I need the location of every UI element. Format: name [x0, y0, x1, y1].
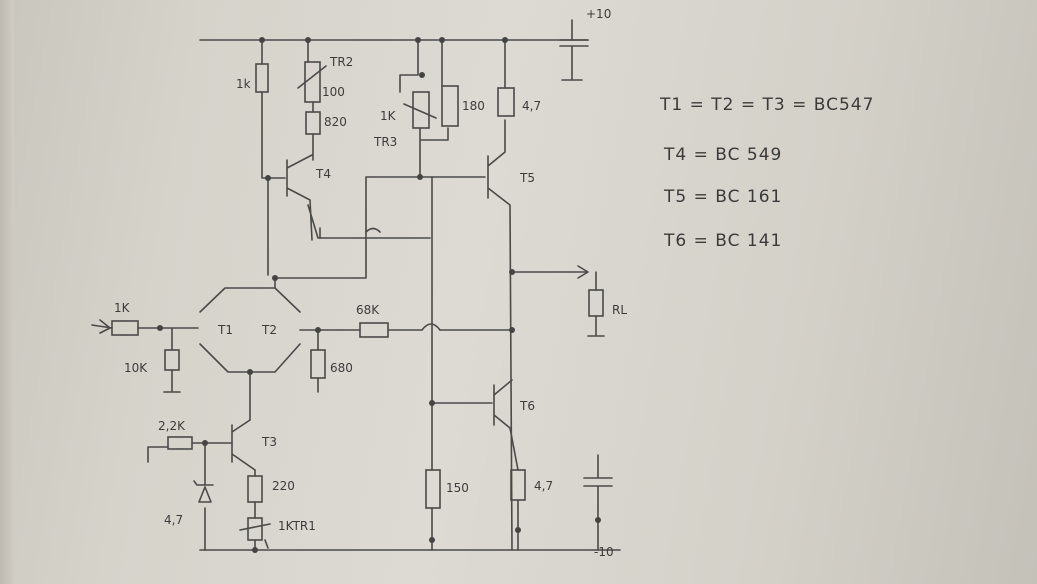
- junctions: [157, 37, 601, 553]
- junction-dot: [429, 400, 435, 406]
- t5-base-line: [365, 176, 486, 231]
- label-t4: T4: [315, 167, 331, 181]
- t6-body: [431, 379, 519, 471]
- capacitor-top: [559, 19, 589, 81]
- t3-emitter-wire: [254, 469, 269, 551]
- label-t5: T5: [519, 171, 535, 185]
- resistor-1k-top: [255, 63, 269, 93]
- resistor-load: [588, 289, 604, 317]
- label-supply-positive: +10: [586, 7, 611, 21]
- t1-emitter-tail: [199, 343, 301, 373]
- note-line: T1 = T2 = T3 = BC547: [659, 95, 874, 115]
- junction-dot: [259, 37, 265, 43]
- t1-collector: [199, 287, 301, 313]
- resistor-tr2: [304, 61, 321, 103]
- junction-dot: [417, 174, 423, 180]
- label-r-10k: 10K: [124, 361, 148, 375]
- components: [111, 19, 613, 551]
- t4-body: [286, 154, 431, 241]
- trimmer-arrow-tr3: [403, 103, 437, 119]
- resistor-2-2k: [167, 436, 193, 450]
- junction-dot: [315, 327, 321, 333]
- label-r-180: 180: [462, 99, 485, 113]
- capacitor-bottom: [583, 454, 613, 551]
- resistor-820: [305, 111, 321, 135]
- junction-dot: [202, 440, 208, 446]
- trimmer-arrow-tr2: [297, 65, 327, 89]
- junction-dot: [265, 175, 271, 181]
- junction-dot: [502, 37, 508, 43]
- junction-dot: [595, 517, 601, 523]
- junction-dot: [515, 527, 521, 533]
- junction-dot: [509, 269, 515, 275]
- wire-tr3-branch: [399, 39, 449, 178]
- junction-dot: [272, 275, 278, 281]
- label-t2: T2: [261, 323, 277, 337]
- crossover-hop-2: [365, 227, 381, 233]
- label-r-150: 150: [446, 481, 469, 495]
- junction-dot: [157, 325, 163, 331]
- labels: +10 -10 1k TR2 100 820 1K TR3 180 4,7 1K…: [114, 7, 627, 559]
- trimmer-arrow-tr1: [239, 523, 271, 531]
- t4-emitter-link: [274, 227, 367, 279]
- label-tr3: TR3: [373, 135, 397, 149]
- t3-base-wire: [147, 442, 233, 551]
- resistor-680: [310, 349, 326, 379]
- output-wire: [511, 265, 605, 337]
- wires: [91, 39, 621, 551]
- label-r-68k: 68K: [356, 303, 380, 317]
- resistor-4-7-bottom: [510, 469, 526, 501]
- label-load: RL: [612, 303, 627, 317]
- label-r-1k-top: 1k: [236, 77, 251, 91]
- resistor-220: [247, 475, 263, 503]
- junction-dot: [247, 369, 253, 375]
- zener-diode: [193, 480, 214, 503]
- wire-1k-top: [261, 39, 269, 276]
- label-supply-negative: -10: [594, 545, 614, 559]
- resistor-150: [425, 469, 441, 509]
- junction-dot: [252, 547, 258, 553]
- label-r-1k-tr1: 1KTR1: [278, 519, 316, 533]
- input-wire: [91, 319, 199, 351]
- label-r-1k-input: 1K: [114, 301, 131, 315]
- note-line: T5 = BC 161: [663, 187, 782, 207]
- t5-body: [487, 119, 513, 551]
- label-r-680: 680: [330, 361, 353, 375]
- label-r-100: 100: [322, 85, 345, 99]
- crossover-hop: [421, 323, 441, 331]
- junction-dot: [305, 37, 311, 43]
- note-line: T6 = BC 141: [663, 231, 782, 251]
- resistor-4-7-top: [497, 87, 515, 117]
- label-r-1k-tr3: 1K: [380, 109, 397, 123]
- t3-body: [231, 419, 256, 471]
- label-t6: T6: [519, 399, 535, 413]
- r10k-ground: [163, 369, 181, 393]
- label-r-4-7-top: 4,7: [522, 99, 541, 113]
- resistor-tr3: [412, 91, 430, 129]
- resistor-180: [441, 85, 459, 127]
- resistor-1k-tr1: [247, 517, 263, 541]
- label-r-2-2k: 2,2K: [158, 419, 186, 433]
- label-r-220: 220: [272, 479, 295, 493]
- label-r-4-7-bottom: 4,7: [534, 479, 553, 493]
- junction-dot: [439, 37, 445, 43]
- paper-margin-strip: [0, 0, 14, 584]
- junction-dot: [509, 327, 515, 333]
- label-t1: T1: [217, 323, 233, 337]
- note-line: T4 = BC 549: [663, 145, 782, 165]
- junction-dot: [415, 37, 421, 43]
- label-zener: 4,7: [164, 513, 183, 527]
- component-notes: T1 = T2 = T3 = BC547 T4 = BC 549 T5 = BC…: [659, 95, 874, 251]
- resistor-68k: [359, 322, 389, 338]
- resistor-10k: [164, 349, 180, 371]
- label-tr2: TR2: [329, 55, 353, 69]
- wire-tr2-branch: [307, 39, 314, 161]
- resistor-1k-input: [111, 320, 139, 336]
- label-r-820: 820: [324, 115, 347, 129]
- label-t3: T3: [261, 435, 277, 449]
- junction-dot: [419, 72, 425, 78]
- junction-dot: [429, 537, 435, 543]
